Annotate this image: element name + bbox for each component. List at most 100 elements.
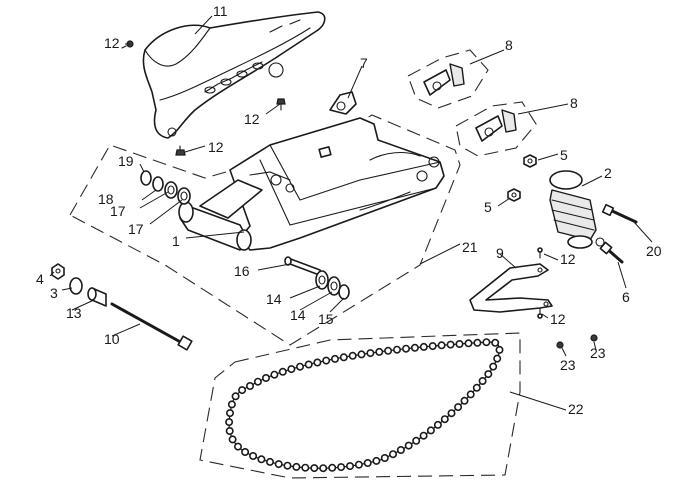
nut-5-bottom — [507, 188, 521, 202]
callout-c19: 19 — [118, 153, 134, 169]
callout-c11: 11 — [213, 3, 228, 19]
chain-link — [292, 462, 301, 471]
chain-link — [227, 400, 236, 409]
chain-link — [241, 447, 250, 456]
chain-link — [491, 338, 500, 347]
callout-c20: 20 — [646, 243, 662, 259]
chain-link — [330, 354, 339, 363]
nut-23-right — [590, 334, 598, 342]
chain-adjuster-outline-bottom — [455, 101, 537, 157]
chain-link — [412, 436, 421, 445]
callout-c16: 16 — [234, 263, 250, 279]
chain-link — [489, 362, 498, 371]
chain-link — [437, 341, 446, 350]
chain-link — [426, 426, 435, 435]
chain-link — [419, 431, 428, 440]
bolt-6 — [599, 241, 624, 264]
group-outlines — [69, 49, 537, 479]
chain-link — [225, 418, 234, 427]
leader-lines — [49, 15, 653, 411]
callout-c10: 10 — [104, 331, 120, 347]
chain-link — [357, 350, 366, 359]
callout-c18: 18 — [98, 191, 114, 207]
chain-link — [404, 441, 413, 450]
nut-23-left — [556, 341, 564, 349]
screw-12-mid — [276, 98, 286, 111]
rear-shock-absorber — [549, 170, 605, 249]
washer-3 — [69, 277, 83, 295]
callout-c22: 22 — [568, 401, 584, 417]
chain-link — [372, 456, 381, 465]
chain-link — [253, 377, 262, 386]
callout-c7: 7 — [360, 55, 368, 71]
chain-link — [246, 381, 255, 390]
chain-link — [396, 445, 405, 454]
chain-link — [473, 338, 482, 347]
callout-c5b: 5 — [484, 199, 492, 215]
chain-link — [319, 464, 328, 473]
callout-c5a: 5 — [560, 147, 568, 163]
chain-slider — [469, 263, 553, 313]
chain-link — [472, 383, 481, 392]
chain-link — [380, 453, 389, 462]
chain-link — [226, 409, 235, 418]
callout-c8a: 8 — [505, 37, 513, 53]
chain-link — [310, 464, 319, 473]
chain-link — [238, 386, 247, 395]
chain-link — [464, 339, 473, 348]
screw-12-low — [175, 145, 186, 156]
chain-link — [484, 370, 493, 379]
chain-link — [454, 403, 463, 412]
nut-5-top — [523, 154, 537, 168]
chain-link — [337, 463, 346, 472]
callout-c14a: 14 — [266, 291, 282, 307]
callout-c23b: 23 — [590, 345, 606, 361]
chain-link — [366, 349, 375, 358]
chain-link — [363, 458, 372, 467]
chain-link — [428, 342, 437, 351]
pivot-bushings-left — [140, 170, 191, 205]
chain-link — [283, 461, 292, 470]
callout-c23a: 23 — [560, 357, 576, 373]
chain-link — [455, 339, 464, 348]
chain-link — [225, 426, 234, 435]
callout-c12e: 12 — [550, 311, 566, 327]
chain-link — [322, 356, 331, 365]
chain-link — [375, 347, 384, 356]
chain-link — [261, 373, 270, 382]
swingarm — [178, 117, 445, 251]
screw-12-slider-bottom — [537, 307, 543, 319]
chain-link — [313, 358, 322, 367]
chain-link — [460, 396, 469, 405]
chain-guard — [142, 11, 326, 139]
chain-link — [228, 435, 237, 444]
axle-10 — [110, 302, 193, 351]
chain-link — [265, 457, 274, 466]
chain-link — [301, 463, 310, 472]
callout-c6: 6 — [622, 289, 630, 305]
callout-c12b: 12 — [244, 111, 260, 127]
chain-link — [295, 362, 304, 371]
bolt-20 — [601, 203, 638, 224]
chain-link — [339, 353, 348, 362]
spacer-13 — [87, 287, 107, 307]
callout-c12c: 12 — [208, 139, 224, 155]
chain-link — [384, 346, 393, 355]
chain-link — [440, 415, 449, 424]
chain-adjuster-top — [423, 63, 465, 96]
callout-c13: 13 — [66, 305, 82, 321]
callout-c21: 21 — [462, 239, 478, 255]
chain-link — [388, 450, 397, 459]
callout-c17b: 17 — [128, 221, 144, 237]
chain-link — [348, 351, 357, 360]
chain-link — [278, 367, 287, 376]
chain-link — [419, 342, 428, 351]
callout-c4: 4 — [36, 271, 44, 287]
drive-chain — [225, 338, 504, 473]
callout-c9: 9 — [496, 245, 504, 261]
chain-link — [392, 345, 401, 354]
chain-adjuster-bottom — [475, 109, 517, 142]
chain-link — [345, 462, 354, 471]
callout-c15: 15 — [318, 311, 334, 327]
